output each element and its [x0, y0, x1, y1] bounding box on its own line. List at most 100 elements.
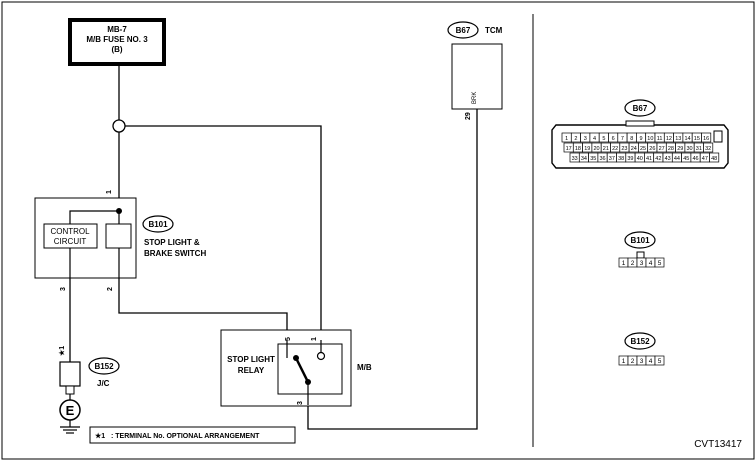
connector-pin-number: 36: [599, 156, 605, 162]
relay-coil-box: [277, 343, 343, 395]
figure-code: CVT13417: [694, 439, 742, 450]
connector-pin-number: 47: [702, 156, 708, 162]
switch-connector-id: B101: [148, 220, 168, 229]
connector-pin-number: 38: [618, 156, 624, 162]
connector-pin-number: 26: [649, 146, 655, 152]
fuse-label-1: MB-7: [107, 25, 127, 34]
connector-pin-number: 23: [621, 146, 627, 152]
jc-connector-id: B152: [94, 362, 114, 371]
footnote-text: : TERMINAL No. OPTIONAL ARRANGEMENT: [111, 433, 260, 440]
b101-title: B101: [630, 236, 650, 245]
connector-pin-number: 27: [659, 146, 665, 152]
fuse-label-3: (B): [111, 45, 122, 54]
connector-pin-number: 34: [581, 156, 587, 162]
connector-pin-number: 5: [658, 358, 662, 365]
connector-pin-cell: [654, 257, 665, 268]
control-circuit-label-2: CIRCUIT: [54, 237, 87, 246]
connector-pin-number: 17: [566, 146, 572, 152]
connector-pin-number: 19: [584, 146, 590, 152]
connector-pin-number: 11: [657, 136, 663, 142]
connector-pin-number: 13: [675, 136, 681, 142]
stop-light-relay: STOP LIGHT RELAY M/B 5 1 3: [220, 329, 372, 407]
connector-pin-number: 5: [658, 260, 662, 267]
footnote: ★1 : TERMINAL No. OPTIONAL ARRANGEMENT: [89, 426, 296, 444]
connector-pin-number: 43: [665, 156, 671, 162]
jc-marker: ★1: [58, 346, 66, 356]
switch-pin-3: 3: [60, 287, 67, 291]
connector-pin-number: 44: [674, 156, 680, 162]
tcm-label: TCM: [485, 26, 503, 35]
fuse-label-2: M/B FUSE NO. 3: [86, 35, 148, 44]
connector-pin-number: 40: [637, 156, 643, 162]
connector-pin-number: 3: [640, 358, 644, 365]
relay-pin-1: 1: [311, 337, 318, 341]
connector-pin-number: 6: [612, 136, 615, 142]
joint-connector: ★1 E B152 J/C: [58, 346, 120, 434]
connector-pin-number: 21: [603, 146, 609, 152]
b152-title: B152: [630, 337, 650, 346]
wire-switch-to-relay-5: [118, 278, 288, 340]
connector-pin-number: 10: [647, 136, 653, 142]
relay-pin-5: 5: [285, 337, 292, 341]
connector-pin-number: 3: [640, 260, 644, 267]
connector-pin-number: 46: [692, 156, 698, 162]
connector-pin-cell: [709, 152, 720, 163]
connector-pin-number: 35: [590, 156, 596, 162]
connector-pin-number: 33: [572, 156, 578, 162]
relay-switch-arm: [294, 357, 310, 383]
connector-pin-number: 2: [631, 260, 635, 267]
connector-pin-number: 22: [612, 146, 618, 152]
connector-pin-number: 2: [631, 358, 635, 365]
connector-pin-number: 18: [575, 146, 581, 152]
wire-relay-to-tcm: [307, 109, 478, 430]
connector-pin-number: 31: [696, 146, 702, 152]
connector-pin-number: 8: [630, 136, 633, 142]
splice-junction: [112, 119, 126, 133]
jc-label: J/C: [97, 379, 110, 388]
connector-pin-number: 4: [593, 136, 596, 142]
connector-pin-number: 41: [646, 156, 652, 162]
connector-pin-number: 24: [631, 146, 637, 152]
relay-contact-open: [316, 351, 326, 361]
connector-pin-number: 4: [649, 358, 653, 365]
tcm-pin-number: 29: [465, 112, 472, 120]
connector-pin-cell: [701, 132, 712, 143]
jc-connector-body: [59, 361, 81, 387]
connector-pin-number: 32: [705, 146, 711, 152]
tcm-connector-tag: [447, 21, 479, 39]
tcm-unit: B67 TCM BRK 29: [447, 21, 503, 120]
connector-pin-number: 4: [649, 260, 653, 267]
connector-pin-number: 29: [677, 146, 683, 152]
connector-pin-number: 15: [694, 136, 700, 142]
connector-pin-number: 20: [593, 146, 599, 152]
switch-connector-tag: [142, 215, 174, 233]
connector-pin-number: 1: [622, 260, 626, 267]
jc-connector-tag: [88, 357, 120, 375]
relay-pin-3: 3: [297, 401, 304, 405]
connector-pin-number: 1: [622, 358, 626, 365]
connector-pin-number: 42: [655, 156, 661, 162]
connector-pin-number: 37: [609, 156, 615, 162]
switch-label-2: BRAKE SWITCH: [144, 249, 206, 258]
connector-pin-number: 48: [711, 156, 717, 162]
footnote-star: ★1: [95, 432, 105, 440]
mb-label: M/B: [357, 363, 372, 372]
connector-pin-number: 30: [686, 146, 692, 152]
connector-pin-number: 2: [574, 136, 577, 142]
switch-pin-2: 2: [107, 287, 114, 291]
b67-title: B67: [633, 104, 648, 113]
relay-label-1: STOP LIGHT: [227, 355, 275, 364]
connector-pin-number: 39: [627, 156, 633, 162]
connector-pin-number: 28: [668, 146, 674, 152]
wire-junction-to-relay-1: [125, 125, 322, 340]
connector-pin-number: 3: [584, 136, 587, 142]
relay-label-2: RELAY: [238, 366, 265, 375]
connector-pin-number: 9: [640, 136, 643, 142]
connector-pin-cell: [654, 355, 665, 366]
connector-pin-number: 7: [621, 136, 624, 142]
